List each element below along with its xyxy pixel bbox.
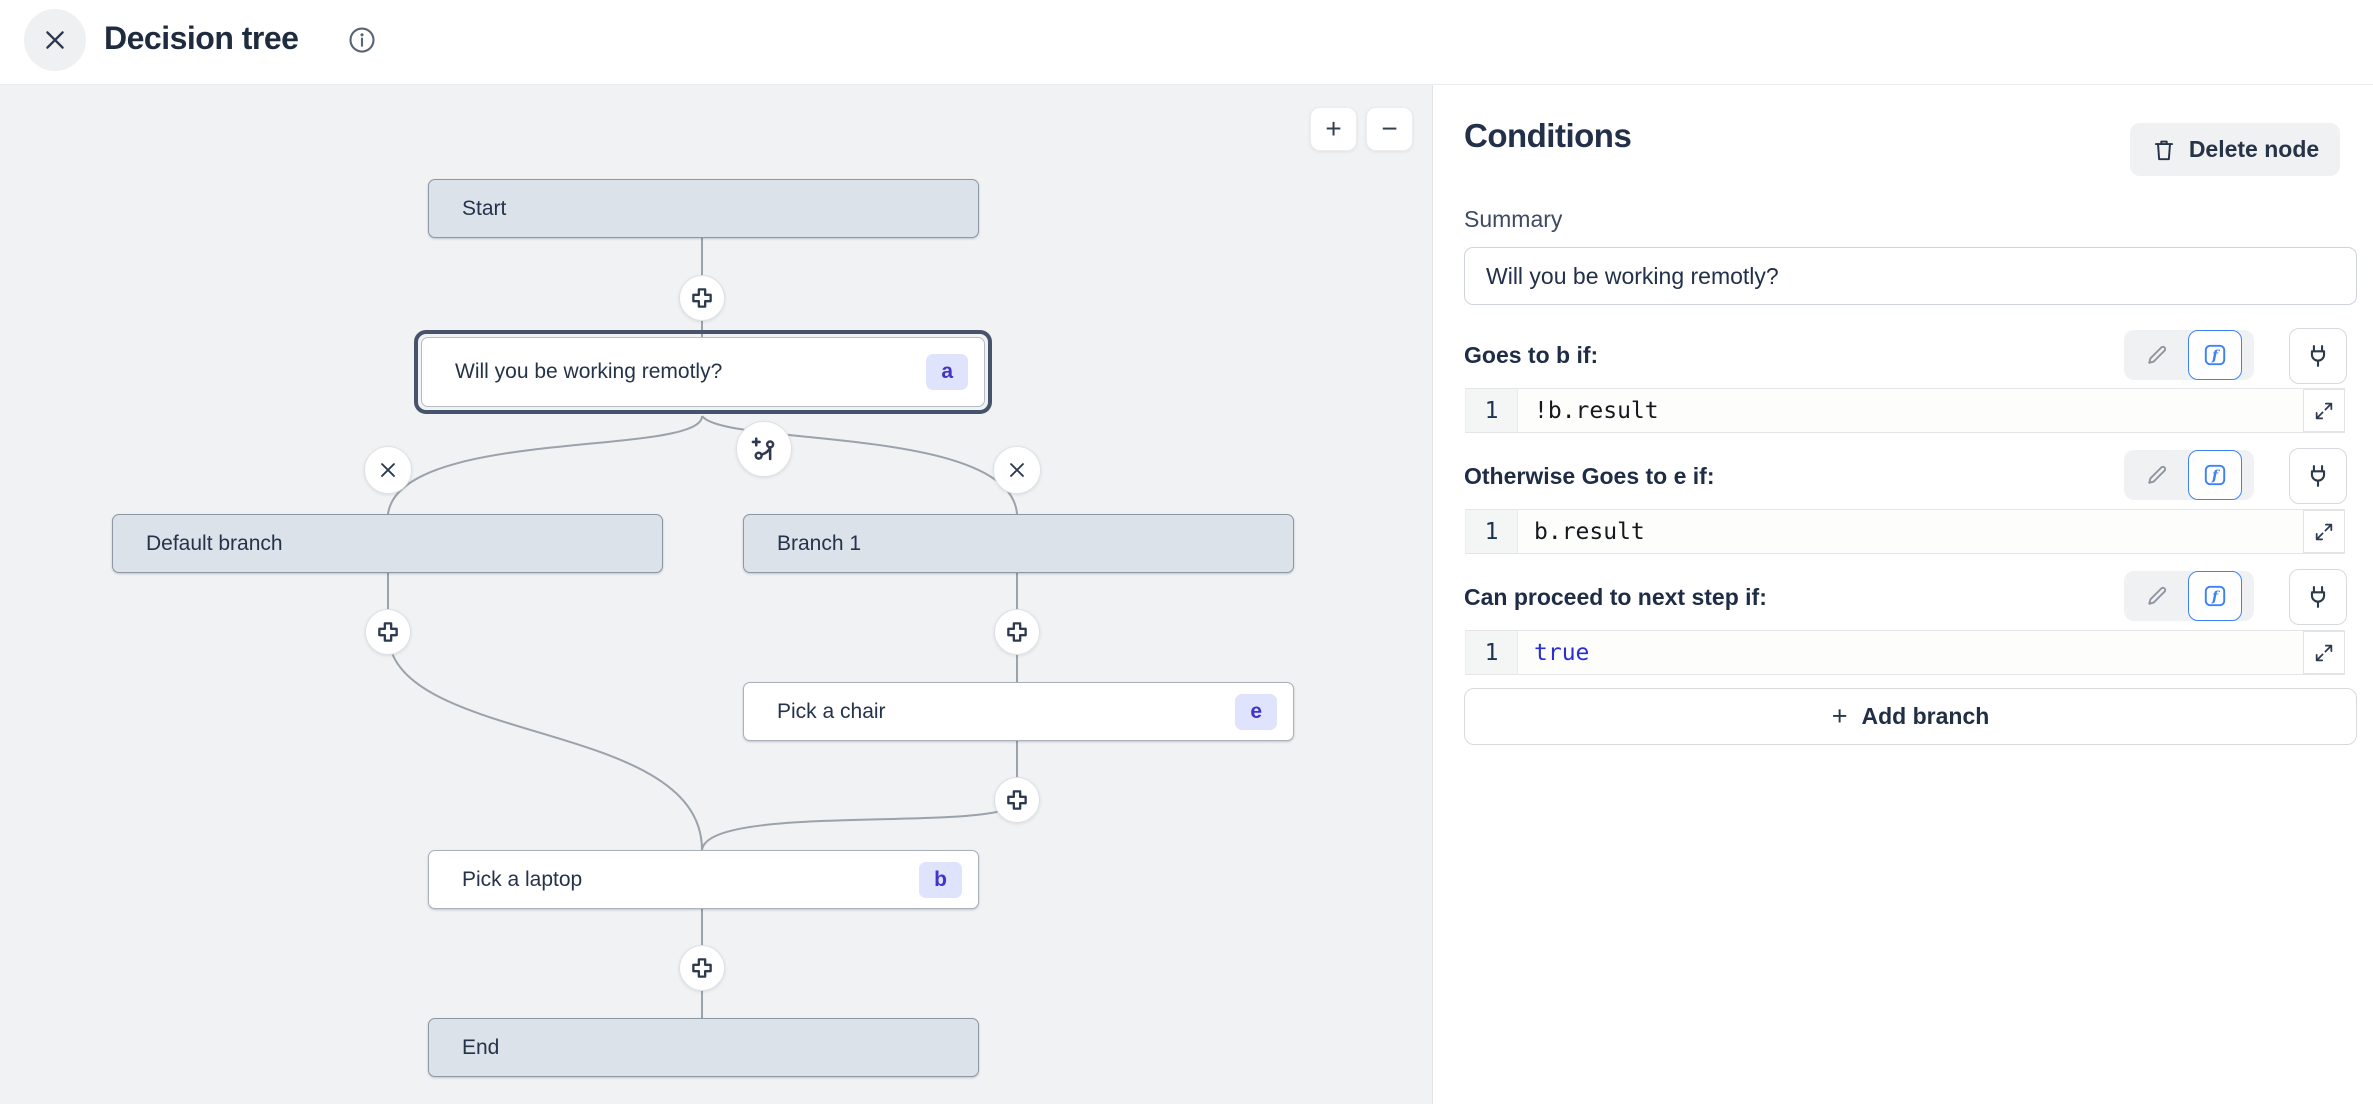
plug-icon <box>2304 342 2332 370</box>
close-icon <box>42 27 68 53</box>
editor-mode-toggle: f <box>2124 571 2254 621</box>
text-mode-button[interactable] <box>2124 450 2188 500</box>
panel-title: Conditions <box>1464 117 1632 154</box>
node-label: Default branch <box>146 531 283 555</box>
expand-editor-button[interactable] <box>2303 389 2345 432</box>
zoom-in-button[interactable]: + <box>1310 107 1357 151</box>
conditions-panel: Conditions Delete node Summary Goes to b… <box>1434 85 2373 1104</box>
expand-icon <box>2313 521 2335 543</box>
plus-outline-icon <box>688 954 716 982</box>
fx-icon: f <box>2202 462 2228 488</box>
add-branch-button[interactable]: + Add branch <box>1464 688 2357 745</box>
node-badge: e <box>1235 693 1277 730</box>
summary-input[interactable] <box>1464 247 2357 305</box>
svg-text:f: f <box>2211 348 2221 364</box>
summary-label: Summary <box>1464 206 1563 232</box>
plus-outline-icon <box>374 618 402 646</box>
plus-outline-icon <box>1003 786 1031 814</box>
node-badge: b <box>919 861 962 898</box>
node-start[interactable]: Start <box>428 179 979 238</box>
node-pick-laptop[interactable]: Pick a laptop b <box>428 850 979 909</box>
node-branch-1[interactable]: Branch 1 <box>743 514 1294 573</box>
pencil-icon <box>2144 343 2169 368</box>
editor-mode-toggle: f <box>2124 450 2254 500</box>
plus-icon: + <box>1831 701 1848 731</box>
expand-icon <box>2313 400 2335 422</box>
info-icon[interactable] <box>347 25 377 55</box>
add-step-button[interactable] <box>679 945 725 991</box>
minus-icon: − <box>1381 113 1398 144</box>
condition-label: Goes to b if: <box>1464 342 1599 368</box>
pencil-icon <box>2144 463 2169 488</box>
node-default-branch[interactable]: Default branch <box>112 514 663 573</box>
fx-mode-button[interactable]: f <box>2188 571 2242 621</box>
plug-icon <box>2304 462 2332 490</box>
line-number: 1 <box>1466 389 1518 432</box>
condition-label: Can proceed to next step if: <box>1464 584 1767 610</box>
delete-branch-button[interactable] <box>993 446 1041 494</box>
node-label: End <box>462 1035 500 1059</box>
plug-button[interactable] <box>2289 328 2347 384</box>
condition-label: Otherwise Goes to e if: <box>1464 463 1715 489</box>
branch-add-icon <box>748 433 780 465</box>
line-number: 1 <box>1466 510 1518 553</box>
svg-text:f: f <box>2211 589 2221 605</box>
flow-canvas[interactable]: + − Start Will you be working remotly? a… <box>0 85 1433 1104</box>
expand-editor-button[interactable] <box>2303 510 2345 553</box>
x-icon <box>377 459 399 481</box>
plug-icon <box>2304 583 2332 611</box>
node-label: Start <box>462 196 507 220</box>
editor-mode-toggle: f <box>2124 330 2254 380</box>
node-label: Branch 1 <box>777 531 862 555</box>
node-label: Pick a laptop <box>462 867 583 891</box>
add-step-button[interactable] <box>994 777 1040 823</box>
plus-outline-icon <box>1003 618 1031 646</box>
node-label: Will you be working remotly? <box>455 360 723 383</box>
fx-mode-button[interactable]: f <box>2188 330 2242 380</box>
code-text: true <box>1534 639 1590 666</box>
zoom-out-button[interactable]: − <box>1366 107 1413 151</box>
add-step-button[interactable] <box>679 275 725 321</box>
plus-outline-icon <box>688 284 716 312</box>
code-text: b.result <box>1534 518 1645 545</box>
add-branch-label: Add branch <box>1861 703 1990 729</box>
plug-button[interactable] <box>2289 569 2347 625</box>
add-step-button[interactable] <box>365 609 411 655</box>
expand-icon <box>2313 642 2335 664</box>
pencil-icon <box>2144 584 2169 609</box>
code-text: !b.result <box>1534 397 1659 424</box>
line-number: 1 <box>1466 631 1518 674</box>
x-icon <box>1006 459 1028 481</box>
fx-icon: f <box>2202 583 2228 609</box>
code-editor[interactable]: 1 b.result <box>1465 509 2345 554</box>
node-question-selected[interactable]: Will you be working remotly? a <box>414 330 992 414</box>
node-end[interactable]: End <box>428 1018 979 1077</box>
delete-node-button[interactable]: Delete node <box>2130 123 2340 176</box>
plug-button[interactable] <box>2289 448 2347 504</box>
text-mode-button[interactable] <box>2124 330 2188 380</box>
header: Decision tree <box>0 0 2373 85</box>
trash-icon <box>2151 137 2177 163</box>
add-branch-node-button[interactable] <box>736 421 792 477</box>
fx-mode-button[interactable]: f <box>2188 450 2242 500</box>
node-badge: a <box>926 354 968 390</box>
code-editor[interactable]: 1 true <box>1465 630 2345 675</box>
close-button[interactable] <box>24 9 86 71</box>
plus-icon: + <box>1325 113 1342 144</box>
expand-editor-button[interactable] <box>2303 631 2345 674</box>
add-step-button[interactable] <box>994 609 1040 655</box>
svg-text:f: f <box>2211 468 2221 484</box>
page-title: Decision tree <box>104 20 299 56</box>
node-pick-chair[interactable]: Pick a chair e <box>743 682 1294 741</box>
fx-icon: f <box>2202 342 2228 368</box>
delete-branch-button[interactable] <box>364 446 412 494</box>
delete-node-label: Delete node <box>2188 136 2320 162</box>
text-mode-button[interactable] <box>2124 571 2188 621</box>
code-editor[interactable]: 1 !b.result <box>1465 388 2345 433</box>
node-label: Pick a chair <box>777 699 886 723</box>
